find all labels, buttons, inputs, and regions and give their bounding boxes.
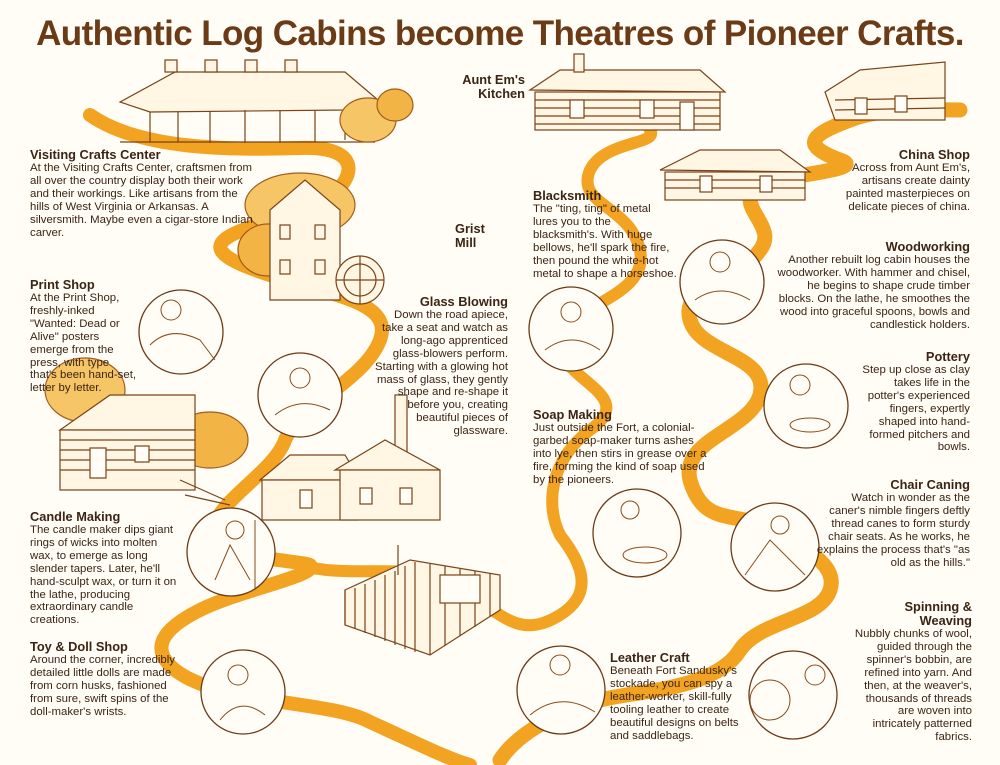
section-print-shop: Print Shop At the Print Shop, freshly-in… [30,278,138,395]
winding-trail-right [492,102,968,765]
blacksmith-vignette [528,286,614,372]
section-title: Pottery [925,349,970,364]
section-body: The "ting, ting" of metal lures you to t… [533,203,677,280]
section-toy-doll: Toy & Doll Shop Around the corner, incre… [30,640,180,719]
section-title: Visiting Crafts Center [30,147,161,162]
section-body: Beneath Fort Sandusky's stockade, you ca… [610,665,739,742]
section-title: Print Shop [30,277,95,292]
candle-making-vignette [186,507,276,597]
section-body: Just outside the Fort, a colonial-garbed… [533,422,707,486]
section-woodworking: Woodworking Another rebuilt log cabin ho… [770,240,970,331]
section-body: Around the corner, incredibly detailed l… [30,654,175,718]
section-soap-making: Soap Making Just outside the Fort, a col… [533,408,711,487]
section-leather-craft: Leather Craft Beneath Fort Sandusky's st… [610,651,760,742]
section-body: At the Print Shop, freshly-inked "Wanted… [30,292,137,395]
section-body: At the Visiting Crafts Center, craftsmen… [30,162,253,239]
soap-making-vignette [592,488,682,578]
section-title: Soap Making [533,407,612,422]
spinning-weaving-vignette [748,650,838,740]
pottery-vignette [763,363,849,449]
glass-blowing-house [258,394,441,521]
section-pottery: Pottery Step up close as clay takes life… [855,350,970,454]
section-body: Across from Aunt Em's, artisans create d… [845,162,970,213]
fort-sandusky-stockade [344,545,501,656]
section-title: Glass Blowing [419,294,508,309]
section-visiting-crafts: Visiting Crafts Center At the Visiting C… [30,148,255,239]
section-title: Chair Caning [890,477,970,492]
section-body: Watch in wonder as the caner's nimble fi… [816,492,970,569]
section-title: Spinning & Weaving [904,599,972,628]
section-body: Down the road apiece, take a seat and wa… [375,309,508,438]
print-shop-cabin [44,357,249,506]
section-title: China Shop [898,147,970,162]
china-shop-building [824,61,946,121]
toy-doll-vignette [200,649,286,735]
blacksmith-cabins [659,149,812,201]
page-title: Authentic Log Cabins become Theatres of … [36,14,964,53]
section-title: Woodworking [885,239,970,254]
section-body: Step up close as clay takes life in the … [862,364,970,454]
grist-mill-label: Grist Mill [455,221,485,250]
section-spinning-weaving: Spinning & Weaving Nubbly chunks of wool… [850,600,972,744]
section-candle-making: Candle Making The candle maker dips gian… [30,510,180,627]
section-title: Candle Making [30,509,121,524]
section-glass-blowing: Glass Blowing Down the road apiece, take… [370,295,508,438]
section-title: Blacksmith [533,188,602,203]
aunt-ems-kitchen-cabin [528,53,727,131]
section-chair-caning: Chair Caning Watch in wonder as the cane… [815,478,970,569]
glass-blowing-vignette [257,352,343,438]
print-shop-vignette [138,289,224,375]
aunt-ems-kitchen-label: Aunt Em's Kitchen [462,72,525,101]
section-title: Leather Craft [610,650,690,665]
section-title: Toy & Doll Shop [30,639,128,654]
visiting-crafts-center-building [118,59,414,143]
leather-craft-vignette [516,645,606,735]
section-body: Another rebuilt log cabin houses the woo… [777,254,970,331]
section-body: The candle maker dips giant rings of wic… [30,524,177,627]
section-china-shop: China Shop Across from Aunt Em's, artisa… [845,148,970,214]
chair-caning-vignette [730,502,820,592]
woodworking-vignette [679,239,765,325]
grist-mill [237,172,385,305]
section-blacksmith: Blacksmith The "ting, ting" of metal lur… [533,189,678,280]
section-body: Nubbly chunks of wool, guided through th… [854,628,972,744]
